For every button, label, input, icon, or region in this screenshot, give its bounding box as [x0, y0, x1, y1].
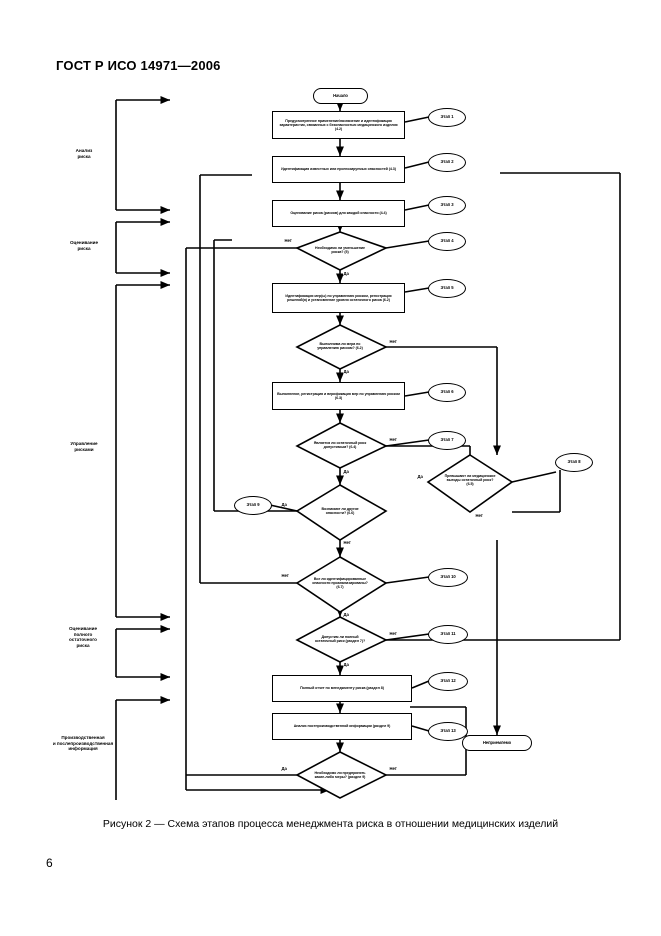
node-identify-risk-control: Идентификация мер(ы) по управлению риско…: [272, 283, 405, 313]
edge-label-9-yes: Да: [417, 474, 424, 480]
edge-label-10-no: Нет: [343, 540, 352, 546]
phase-label-risk-analysis: Анализ риска: [75, 148, 93, 159]
step-callout-9: Этап 9: [234, 496, 272, 515]
step-callout-5: Этап 5: [428, 279, 466, 298]
edge-label-6-no: Нет: [389, 339, 398, 345]
phase-label-risk-control: Управление рисками: [70, 441, 98, 452]
phase-label-overall-residual-risk: Оценивание полного остаточного риска: [68, 626, 98, 649]
phase-label-risk-evaluation: Оценивание риска: [69, 240, 99, 251]
node-estimate-risk: Оценивание риска (рисков) для каждой опа…: [272, 200, 405, 227]
edge-label-4-no: Нет: [284, 238, 293, 244]
step-callout-1: Этап 1: [428, 108, 466, 127]
node-overall-residual-acceptable: Допустим ли полный остаточный риск (разд…: [314, 634, 366, 643]
step-callout-11: Этап 11: [428, 625, 468, 644]
step-callout-10: Этап 10: [428, 568, 468, 587]
node-other-hazards: Возникают ли другие опасности? (6.6): [321, 506, 359, 515]
step-callout-4: Этап 4: [428, 232, 466, 251]
edge-label-11-no: Нет: [281, 573, 290, 579]
edge-label-11-yes: Да: [343, 612, 350, 618]
node-action-needed: Необходимо ли предпринять какие-либо мер…: [314, 770, 366, 779]
step-callout-13: Этап 13: [428, 722, 468, 741]
step-callout-8: Этап 8: [555, 453, 593, 472]
node-intended-use: Предусмотренное применение/назначение и …: [272, 111, 405, 139]
edge-label-15-no: Нет: [389, 766, 398, 772]
edge-label-8-no: Нет: [389, 437, 398, 443]
edge-label-12-yes: Да: [343, 662, 350, 668]
node-need-risk-reduction: Необходимо ли уменьшение риска? (5): [315, 245, 365, 254]
node-all-hazards-analysed: Все ли идентифицированные опасности проа…: [312, 576, 368, 589]
phase-label-production-info: Производственная и послепроизводственная…: [52, 735, 114, 752]
edge-label-15-yes: Да: [281, 766, 288, 772]
terminal-start: Начало: [313, 88, 368, 104]
node-implement-risk-control: Выполнение, регистрация и верификация ме…: [272, 382, 405, 410]
edge-label-6-yes: Да: [343, 369, 350, 375]
edge-label-4-yes: Да: [343, 271, 350, 277]
edge-label-12-no: Нет: [389, 631, 398, 637]
edge-label-9-no: Нет: [475, 513, 484, 519]
figure-caption: Рисунок 2 — Схема этапов процесса менедж…: [102, 818, 559, 830]
node-benefits-outweigh-risk: Превышают ли медицинские выгоды остаточн…: [444, 473, 496, 486]
edge-label-10-yes: Да: [281, 502, 288, 508]
step-callout-6: Этап 6: [428, 383, 466, 402]
step-callout-2: Этап 2: [428, 153, 466, 172]
step-callout-7: Этап 7: [428, 431, 466, 450]
node-identify-hazards: Идентификация известных или прогнозируем…: [272, 156, 405, 183]
page-number: 6: [46, 856, 53, 870]
standard-header: ГОСТ Р ИСО 14971—2006: [56, 58, 221, 73]
node-postproduction-analysis: Анализ постпроизводственной информации (…: [272, 713, 412, 740]
terminal-unacceptable: Неприемлемо: [462, 735, 532, 751]
node-residual-risk-acceptable: Является ли остаточный риск допустимым? …: [313, 440, 367, 449]
node-risk-management-report: Полный отчет по менеджменту риска (разде…: [272, 675, 412, 702]
node-risk-control-feasible: Выполнима ли мера по управлению риском? …: [317, 341, 363, 350]
step-callout-3: Этап 3: [428, 196, 466, 215]
edge-label-8-yes: Да: [343, 469, 350, 475]
step-callout-12: Этап 12: [428, 672, 468, 691]
